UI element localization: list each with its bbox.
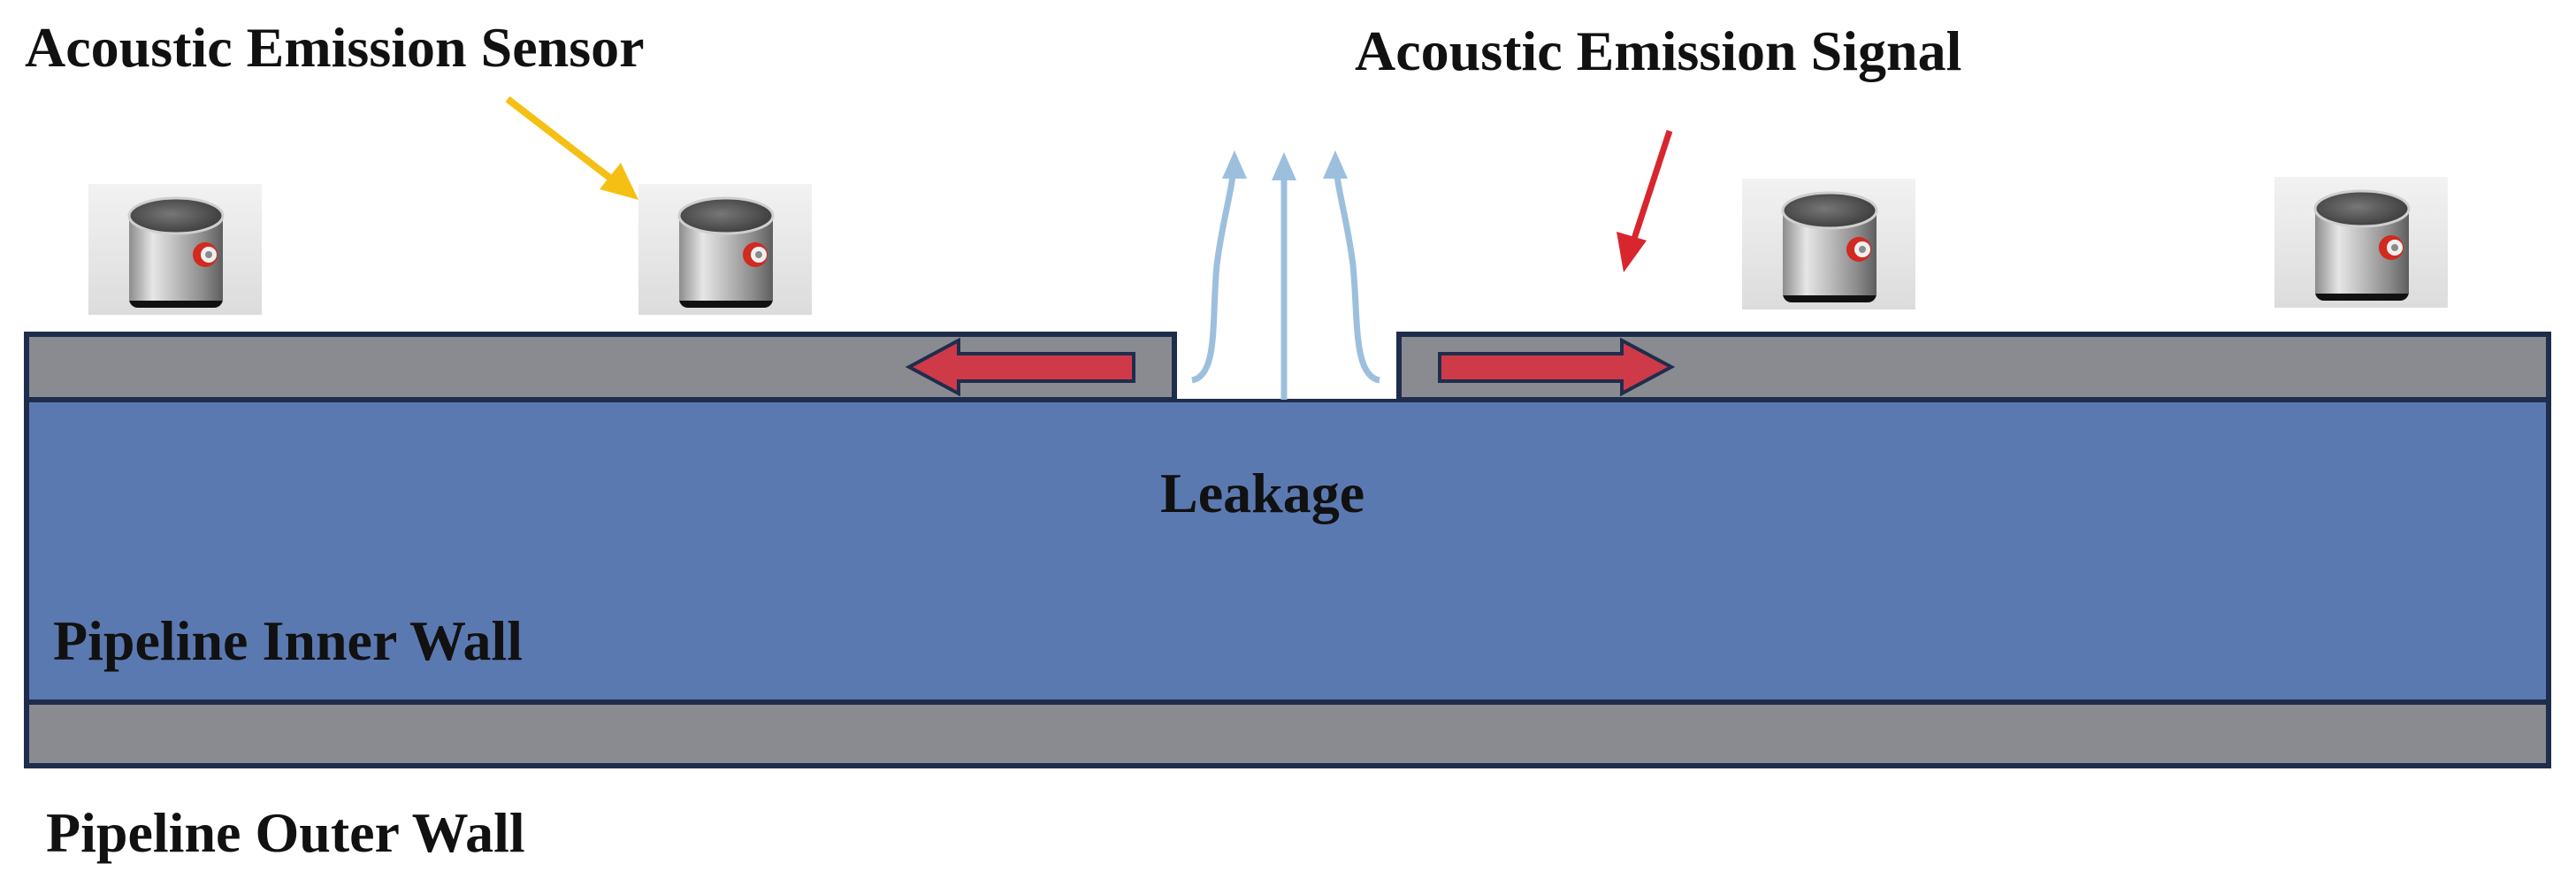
outer-wall-label: Pipeline Outer Wall bbox=[46, 801, 525, 864]
signal-pointer-arrow bbox=[1617, 129, 1673, 272]
propagation-arrow-left bbox=[905, 337, 1135, 397]
acoustic-emission-sensor-icon bbox=[637, 182, 814, 317]
propagation-arrow-right bbox=[1438, 337, 1676, 397]
leak-flow-arrow-right bbox=[1332, 158, 1381, 384]
acoustic-emission-sensor-icon bbox=[2273, 175, 2450, 309]
acoustic-emission-sensor-icon bbox=[1740, 177, 1917, 311]
leak-flow-arrows bbox=[1190, 150, 1381, 400]
sensor-label: Acoustic Emission Sensor bbox=[25, 16, 645, 79]
inner-wall-label: Pipeline Inner Wall bbox=[53, 609, 524, 672]
signal-label: Acoustic Emission Signal bbox=[1355, 19, 1962, 82]
pipeline-inner-fluid bbox=[24, 397, 2551, 705]
leakage-label: Leakage bbox=[1160, 462, 1365, 524]
leak-flow-arrow-left bbox=[1190, 158, 1238, 384]
lower-wall bbox=[24, 699, 2551, 768]
sensor-pointer-arrow bbox=[505, 96, 638, 200]
acoustic-emission-sensor-icon bbox=[87, 182, 264, 317]
